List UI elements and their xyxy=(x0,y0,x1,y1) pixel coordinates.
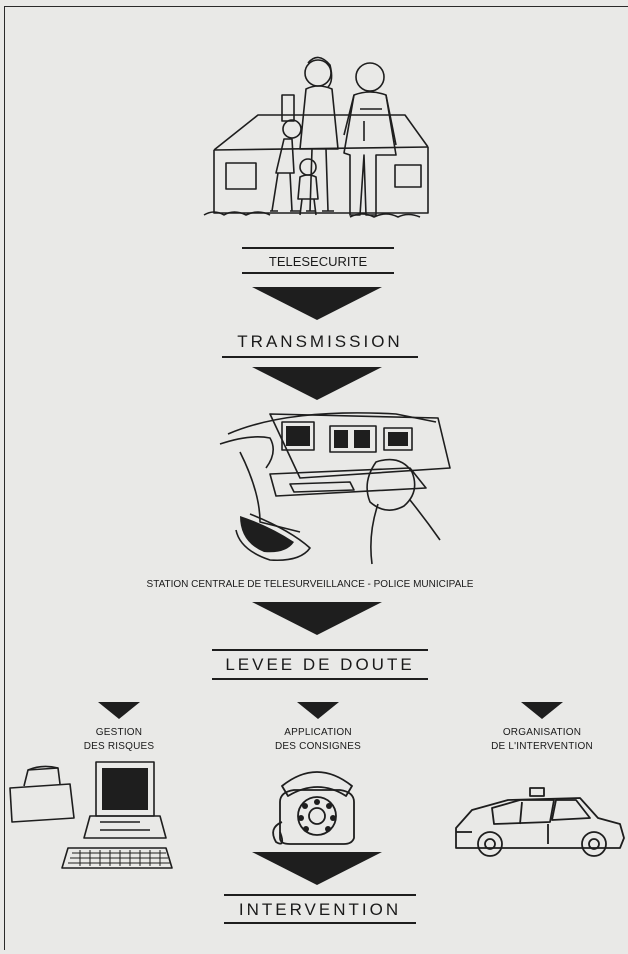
levee-rule-top xyxy=(212,649,428,651)
branch-arrow-center xyxy=(297,702,339,720)
intervention-rule-top xyxy=(224,894,416,896)
computer-printer-illustration xyxy=(10,758,190,876)
levee-rule-bottom xyxy=(212,678,428,680)
branch-label-risques: GESTION DES RISQUES xyxy=(64,726,174,754)
levee-label: LEVEE DE DOUTE xyxy=(212,655,428,675)
arrow-down-3 xyxy=(252,602,382,636)
branch-intervention-line1: ORGANISATION xyxy=(474,726,610,740)
station-label: STATION CENTRALE DE TELESURVEILLANCE - P… xyxy=(100,579,520,590)
transmission-rule xyxy=(222,356,418,358)
transmission-label: TRANSMISSION xyxy=(222,332,418,352)
branch-intervention-line2: DE L'INTERVENTION xyxy=(474,740,610,754)
branch-risques-line2: DES RISQUES xyxy=(64,740,174,754)
intervention-rule-bottom xyxy=(224,922,416,924)
intervention-label: INTERVENTION xyxy=(224,900,416,920)
telesecurite-label: TELESECURITE xyxy=(242,254,394,269)
branch-arrow-right xyxy=(521,702,563,720)
branch-arrow-left xyxy=(98,702,140,720)
arrow-down-2 xyxy=(252,367,382,401)
arrow-down-1 xyxy=(252,287,382,321)
telesecurite-rule-bottom xyxy=(242,272,394,274)
branch-label-consignes: APPLICATION DES CONSIGNES xyxy=(263,726,373,754)
control-room-illustration xyxy=(210,404,455,574)
telephone-illustration xyxy=(272,762,362,848)
arrow-down-4 xyxy=(252,852,382,886)
branch-consignes-line2: DES CONSIGNES xyxy=(263,740,373,754)
branch-label-intervention: ORGANISATION DE L'INTERVENTION xyxy=(474,726,610,754)
branch-consignes-line1: APPLICATION xyxy=(263,726,373,740)
branch-risques-line1: GESTION xyxy=(64,726,174,740)
police-car-illustration xyxy=(452,786,626,862)
family-house-illustration xyxy=(200,55,430,245)
telesecurite-rule-top xyxy=(242,247,394,249)
